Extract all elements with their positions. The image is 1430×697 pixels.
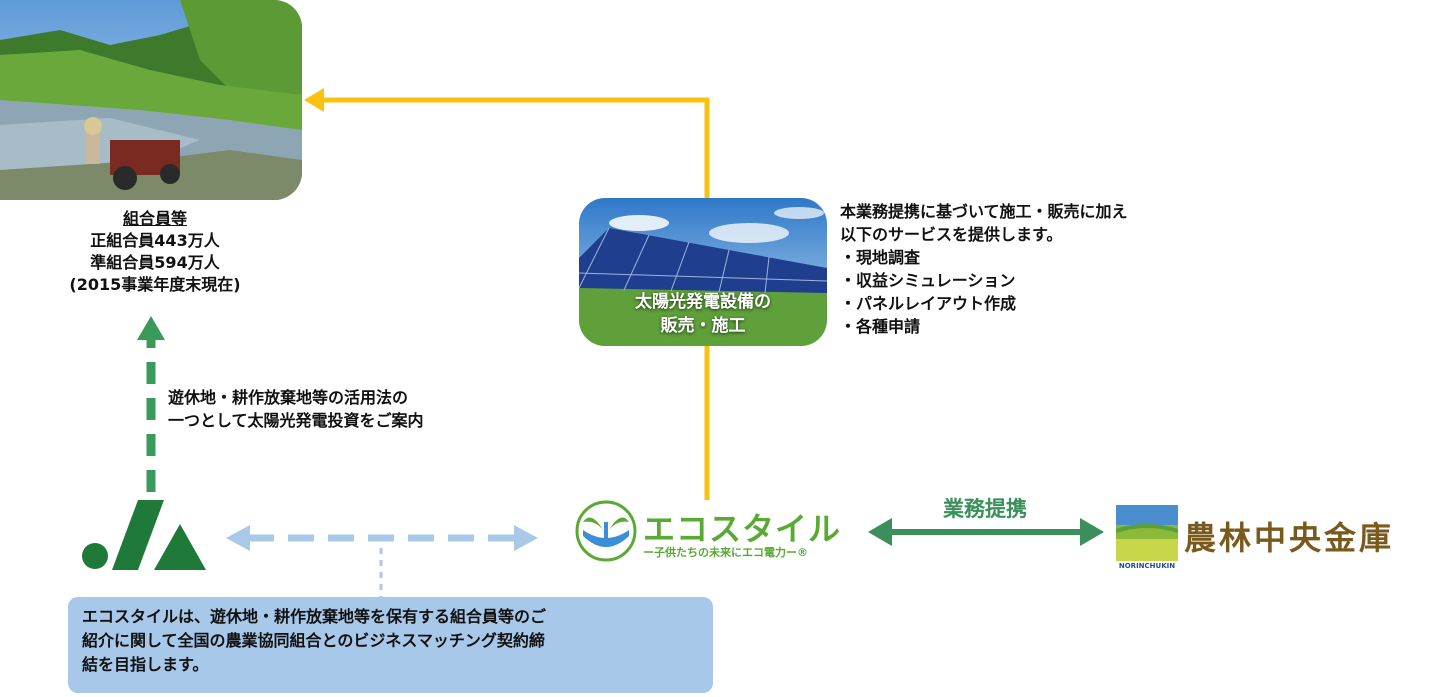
info-line3: 結を目指します。 [82,655,209,674]
associate-member-count: 準組合員594万人 [90,253,220,272]
solar-photo: 太陽光発電設備の 販売・施工 [579,198,827,346]
service-item: 収益シミュレーション [840,269,1240,292]
guide-line2: 一つとして太陽光発電投資をご案内 [168,411,424,430]
regular-member-count: 正組合員443万人 [90,231,220,250]
solar-label-line2: 販売・施工 [660,316,746,336]
services-description: 本業務提携に基づいて施工・販売に加え 以下のサービスを提供します。 現地調査 収… [840,200,1240,338]
info-box: エコスタイルは、遊休地・耕作放棄地等を保有する組合員等のご 紹介に関して全国の農… [68,597,713,693]
services-intro-line2: 以下のサービスを提供します。 [840,225,1063,244]
ja-guide-arrowhead [137,316,165,340]
partnership-label: 業務提携 [943,497,1027,521]
matching-arrowhead-left [226,525,250,551]
service-item: 各種申請 [840,315,1240,338]
ja-logo [80,494,208,572]
solar-label: 太陽光発電設備の 販売・施工 [579,290,827,338]
info-line1: エコスタイルは、遊休地・耕作放棄地等を保有する組合員等のご [82,607,547,626]
norinchukin-logo: NORINCHUKIN 農林中央金庫 [1116,505,1426,573]
partner-arrowhead-left [868,518,892,546]
member-caption: 組合員等 正組合員443万人 準組合員594万人 (2015事業年度末現在) [20,208,290,296]
norinchukin-sub: NORINCHUKIN [1118,562,1176,570]
norinchukin-emblem-icon [1116,505,1178,561]
ecostyle-name: エコスタイル [643,510,842,548]
guide-text: 遊休地・耕作放棄地等の活用法の 一つとして太陽光発電投資をご案内 [168,386,548,432]
ecostyle-logo: エコスタイル ー子供たちの未来にエコ電力ー® [575,500,845,564]
ecostyle-emblem-icon [575,500,637,562]
member-title: 組合員等 [122,209,187,228]
guide-line1: 遊休地・耕作放棄地等の活用法の [168,388,409,407]
services-intro-line1: 本業務提携に基づいて施工・販売に加え [840,202,1128,221]
solar-flow-line [322,97,710,500]
norinchukin-name: 農林中央金庫 [1184,519,1395,557]
ecostyle-tagline: ー子供たちの未来にエコ電力ー® [643,546,808,559]
solar-flow-arrowhead [304,88,324,112]
partner-arrowhead-right [1080,518,1104,546]
member-date-note: (2015事業年度末現在) [69,275,241,294]
service-item: 現地調査 [840,246,1240,269]
solar-label-line1: 太陽光発電設備の [635,292,771,312]
matching-arrowhead-right [514,525,538,551]
farm-photo [0,0,302,200]
info-line2: 紹介に関して全国の農業協同組合とのビジネスマッチング契約締 [82,631,545,650]
service-item: パネルレイアウト作成 [840,292,1240,315]
